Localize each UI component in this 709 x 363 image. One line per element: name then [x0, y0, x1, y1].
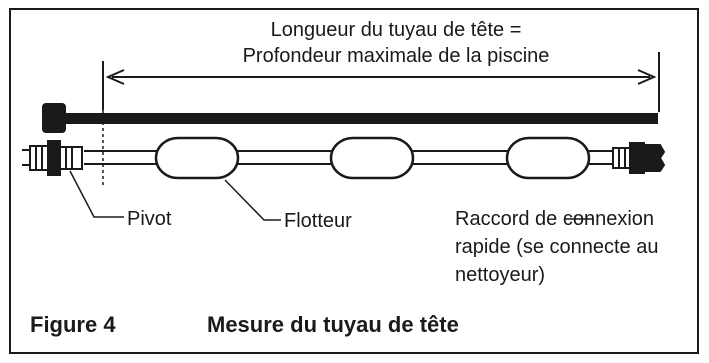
float-3: [505, 136, 591, 180]
dimension-arrow: [102, 52, 660, 112]
pivot-connector: [29, 140, 83, 176]
quick-connector: [612, 142, 666, 174]
float-1: [154, 136, 240, 180]
leader-lines: [69, 170, 593, 221]
pivot-label: Pivot: [127, 208, 172, 230]
dimension-label-line2: Profondeur maximale de la piscine: [242, 45, 550, 67]
connector-label-line1: Raccord de connexion: [455, 208, 655, 230]
connector-label-line3: nettoyeur): [455, 264, 546, 286]
connector-label-line2: rapide (se connecte au: [455, 236, 659, 258]
measuring-bar: [42, 103, 658, 133]
figure-number: Figure 4: [30, 312, 116, 337]
figure-title: Mesure du tuyau de tête: [207, 312, 459, 337]
figure-frame: [9, 8, 699, 354]
dimension-label-line1: Longueur du tuyau de tête =: [270, 19, 522, 41]
float-label: Flotteur: [284, 210, 352, 232]
float-2: [329, 136, 415, 180]
